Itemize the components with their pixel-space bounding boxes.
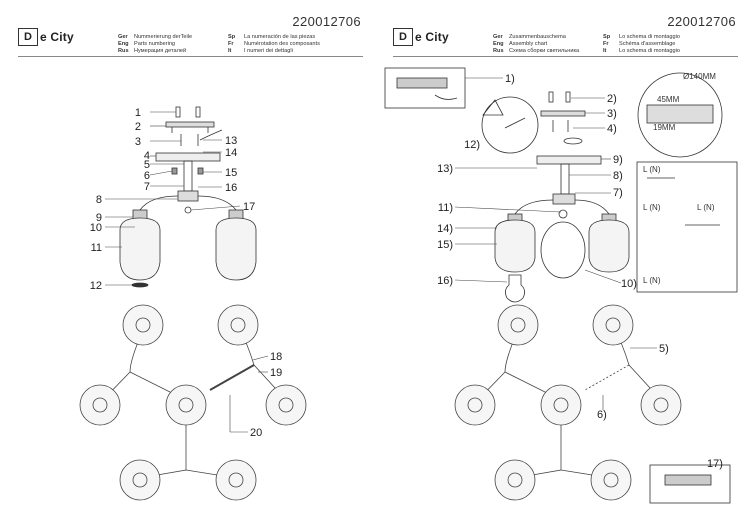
step-label-12: 12) — [464, 139, 480, 151]
step-label-7: 7) — [613, 187, 623, 199]
assembly-diagram: 1) 2) 3) 4) 5) 6) 7) 8) 9) 10) 11) 12) 1… — [384, 67, 738, 504]
part-label-14: 14 — [225, 147, 237, 159]
part-label-11: 11 — [91, 242, 102, 254]
step-label-6: 6) — [597, 409, 607, 421]
part-label-17: 17 — [243, 201, 255, 213]
logo-text: e City — [415, 30, 449, 44]
part-label-7: 7 — [144, 181, 150, 193]
part-label-4: 4 — [144, 150, 150, 162]
brand-logo: D e City — [393, 28, 449, 46]
wire-label-3: L (N) — [697, 203, 715, 212]
step-label-15: 15) — [437, 239, 453, 251]
step-label-5: 5) — [659, 343, 669, 355]
step-label-17: 17) — [707, 458, 723, 470]
logo-text: e City — [40, 30, 74, 44]
step-label-4: 4) — [607, 123, 617, 135]
step-label-14: 14) — [437, 223, 453, 235]
part-label-13: 13 — [225, 135, 237, 147]
part-label-8: 8 — [96, 194, 102, 206]
parts-diagram: 1 2 3 4 5 6 7 8 9 10 11 12 13 14 15 16 1… — [79, 106, 307, 501]
product-code: 220012706 — [667, 14, 736, 29]
header-rule — [393, 56, 738, 57]
dimension-19: 19MM — [653, 123, 676, 132]
part-label-5: 5 — [144, 159, 150, 171]
wire-label-1: L (N) — [643, 165, 661, 174]
part-label-10: 10 — [90, 222, 102, 234]
step-label-3: 3) — [607, 108, 617, 120]
product-code: 220012706 — [292, 14, 361, 29]
logo-box: D — [393, 28, 413, 46]
part-label-18: 18 — [270, 351, 282, 363]
part-label-20: 20 — [250, 427, 262, 439]
step-label-8: 8) — [613, 170, 623, 182]
step-label-10: 10) — [621, 278, 637, 290]
wire-label-2: L (N) — [643, 203, 661, 212]
step-label-11: 11) — [438, 202, 453, 214]
part-label-12: 12 — [90, 280, 102, 292]
brand-logo: D e City — [18, 28, 74, 46]
wire-label-4: L (N) — [643, 276, 661, 285]
part-label-15: 15 — [225, 167, 237, 179]
step-label-13: 13) — [437, 163, 453, 175]
part-label-16: 16 — [225, 182, 237, 194]
part-label-3: 3 — [135, 136, 141, 148]
dimension-45: 45MM — [657, 95, 680, 104]
step-label-2: 2) — [607, 93, 617, 105]
logo-box: D — [18, 28, 38, 46]
step-label-9: 9) — [613, 154, 623, 166]
header-rule — [18, 56, 363, 57]
part-label-19: 19 — [270, 367, 282, 379]
part-label-1: 1 — [135, 107, 141, 119]
step-label-1: 1) — [505, 73, 515, 85]
step-label-16: 16) — [437, 275, 453, 287]
part-label-9: 9 — [96, 212, 102, 224]
diameter-label: Ø140MM — [683, 72, 716, 81]
part-label-6: 6 — [144, 170, 150, 182]
part-label-2: 2 — [135, 121, 141, 133]
